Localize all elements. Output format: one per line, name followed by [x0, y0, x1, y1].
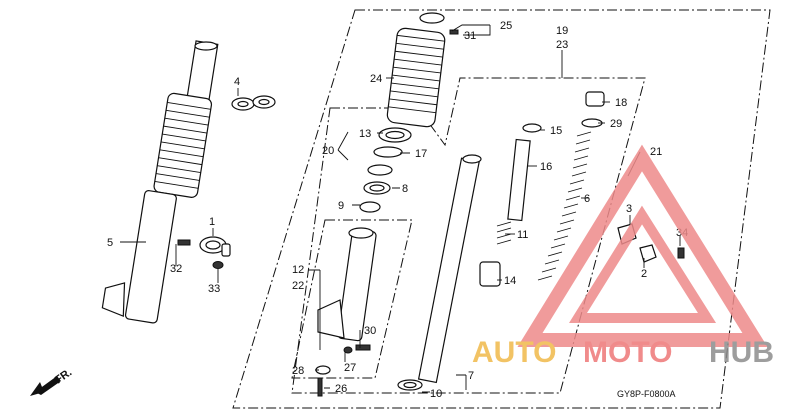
- callout-2: 2: [641, 268, 647, 280]
- watermark-triangle-outer: [517, 144, 768, 347]
- callout-25: 25: [500, 20, 512, 32]
- callout-5: 5: [107, 237, 113, 249]
- callout-24: 24: [370, 73, 382, 85]
- fork-tube-part: [397, 154, 482, 391]
- callout-11: 11: [517, 229, 528, 241]
- callout-16: 16: [540, 161, 552, 173]
- callout-21: 21: [650, 146, 662, 158]
- fork-spring-part: [537, 91, 605, 281]
- callout-labels: 1 2 3 4 5 6 7 8 9 10 11 12 13 14 15 16 1…: [107, 20, 688, 400]
- callout-26: 26: [335, 383, 347, 395]
- callout-31: 31: [464, 30, 476, 42]
- slider-frame: [291, 219, 413, 379]
- dust-boot-part: [386, 12, 459, 128]
- callout-27: 27: [344, 362, 356, 374]
- callout-29: 29: [610, 118, 622, 130]
- watermark-logo: AUTO MOTO HUB: [472, 144, 774, 369]
- seal-stack-parts: [359, 127, 412, 213]
- callout-15: 15: [550, 125, 562, 137]
- callout-18: 18: [615, 97, 627, 109]
- callout-13: 13: [359, 128, 371, 140]
- callout-17: 17: [415, 148, 427, 160]
- fork-assembly-left: [101, 40, 219, 324]
- watermark-word-hub: HUB: [709, 336, 774, 369]
- damper-rod-parts: [479, 123, 542, 287]
- callout-33: 33: [208, 283, 220, 295]
- oil-seal-part: [231, 95, 276, 111]
- callout-9: 9: [338, 200, 344, 212]
- diagram-code: GY8P-F0800A: [617, 389, 676, 399]
- callout-6: 6: [584, 193, 590, 205]
- outer-frame: [232, 9, 771, 409]
- callout-20: 20: [322, 145, 334, 157]
- callout-22: 22: [292, 280, 304, 292]
- watermark-word-auto: AUTO: [472, 336, 556, 369]
- callout-19: 19: [556, 25, 568, 37]
- callout-7: 7: [468, 370, 474, 382]
- callout-14: 14: [504, 275, 516, 287]
- callout-10: 10: [430, 388, 442, 400]
- callout-8: 8: [402, 183, 408, 195]
- callout-4: 4: [234, 76, 240, 88]
- callout-1: 1: [209, 216, 215, 228]
- callout-32: 32: [170, 263, 182, 275]
- callout-28: 28: [292, 365, 304, 377]
- direction-arrow-icon: FR.: [30, 366, 74, 396]
- callout-3: 3: [626, 203, 632, 215]
- callout-30: 30: [364, 325, 376, 337]
- clamp-part: [177, 236, 231, 269]
- watermark-triangle-inner: [569, 205, 717, 323]
- callout-23: 23: [556, 39, 568, 51]
- watermark-word-moto: MOTO: [583, 336, 672, 369]
- callout-12: 12: [292, 264, 304, 276]
- fork-slider-part: [315, 227, 377, 397]
